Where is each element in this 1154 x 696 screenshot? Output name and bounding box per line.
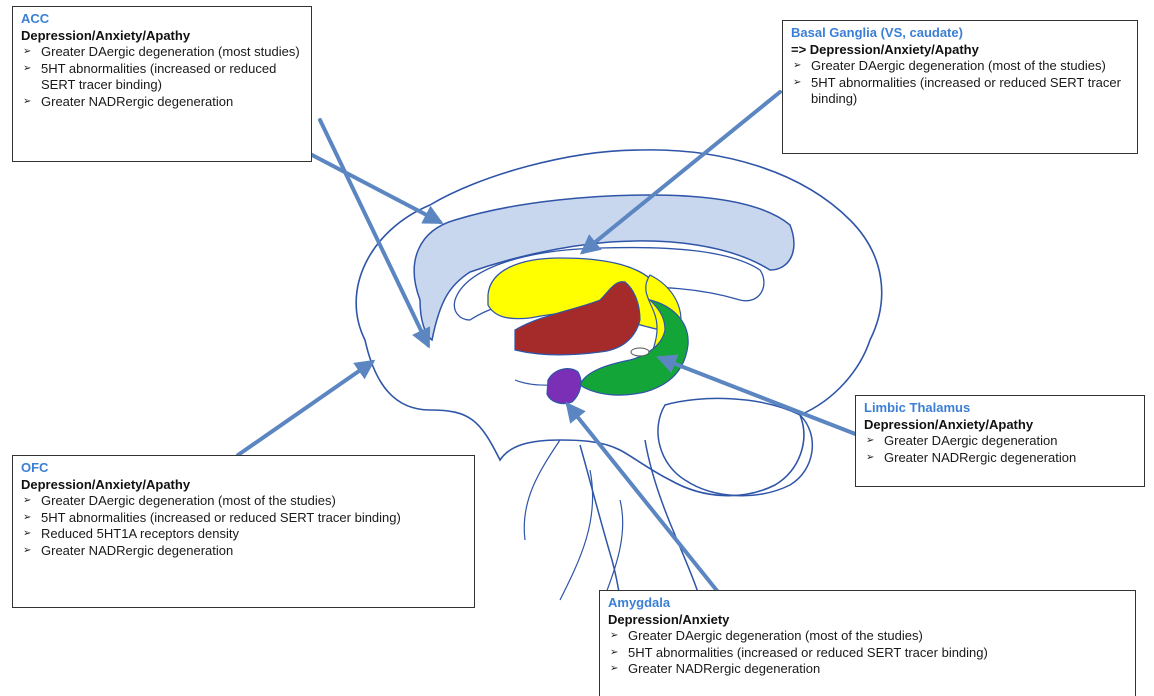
cerebellum — [658, 398, 812, 495]
amygdala-list: Greater DAergic degeneration (most of th… — [608, 628, 1127, 678]
basal-ganglia-box: Basal Ganglia (VS, caudate) => Depressio… — [782, 20, 1138, 154]
ofc-box: OFC Depression/Anxiety/Apathy Greater DA… — [12, 455, 475, 608]
ofc-arrow — [238, 362, 372, 455]
limbic-thalamus-box: Limbic Thalamus Depression/Anxiety/Apath… — [855, 395, 1145, 487]
mammillary-body — [631, 348, 649, 356]
amygdala-subtitle: Depression/Anxiety — [608, 612, 1127, 629]
basal-ganglia-item: Greater DAergic degeneration (most of th… — [791, 58, 1129, 75]
basal-ganglia-subtitle: => Depression/Anxiety/Apathy — [791, 42, 1129, 59]
amygdala-item: Greater NADRergic degeneration — [608, 661, 1127, 678]
basal-ganglia-list: Greater DAergic degeneration (most of th… — [791, 58, 1129, 108]
amygdala — [547, 369, 581, 404]
acc-box: ACC Depression/Anxiety/Apathy Greater DA… — [12, 6, 312, 162]
thalamus-arrow — [660, 358, 858, 435]
ofc-subtitle: Depression/Anxiety/Apathy — [21, 477, 466, 494]
acc-list: Greater DAergic degeneration (most studi… — [21, 44, 303, 110]
amygdala-title: Amygdala — [608, 595, 1127, 612]
ofc-item: Greater NADRergic degeneration — [21, 543, 466, 560]
limbic-thalamus-title: Limbic Thalamus — [864, 400, 1136, 417]
acc-subtitle: Depression/Anxiety/Apathy — [21, 28, 303, 45]
limbic-thalamus-item: Greater NADRergic degeneration — [864, 450, 1136, 467]
limbic-thalamus-subtitle: Depression/Anxiety/Apathy — [864, 417, 1136, 434]
amygdala-item: 5HT abnormalities (increased or reduced … — [608, 645, 1127, 662]
acc-item: Greater DAergic degeneration (most studi… — [21, 44, 303, 61]
acc-title: ACC — [21, 11, 303, 28]
basal-ganglia-title: Basal Ganglia (VS, caudate) — [791, 25, 1129, 42]
ofc-item: Greater DAergic degeneration (most of th… — [21, 493, 466, 510]
ofc-item: 5HT abnormalities (increased or reduced … — [21, 510, 466, 527]
limbic-thalamus-item: Greater DAergic degeneration — [864, 433, 1136, 450]
ofc-item: Reduced 5HT1A receptors density — [21, 526, 466, 543]
limbic-thalamus-list: Greater DAergic degeneration Greater NAD… — [864, 433, 1136, 466]
acc-item: Greater NADRergic degeneration — [21, 94, 303, 111]
ofc-list: Greater DAergic degeneration (most of th… — [21, 493, 466, 559]
amygdala-item: Greater DAergic degeneration (most of th… — [608, 628, 1127, 645]
amygdala-arrow — [568, 405, 718, 592]
acc-item: 5HT abnormalities (increased or reduced … — [21, 61, 303, 94]
acc-arrow-2 — [320, 120, 428, 345]
ofc-title: OFC — [21, 460, 466, 477]
sulci — [515, 380, 623, 610]
basal-ganglia-item: 5HT abnormalities (increased or reduced … — [791, 75, 1129, 108]
amygdala-box: Amygdala Depression/Anxiety Greater DAer… — [599, 590, 1136, 696]
